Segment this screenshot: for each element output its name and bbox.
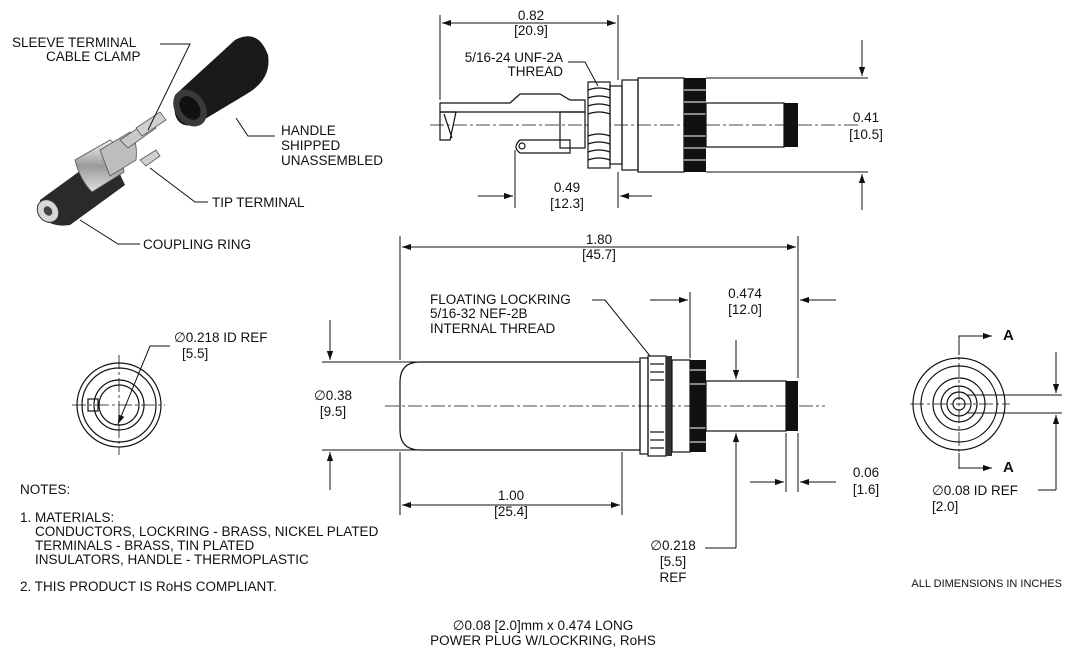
note-2: 2. THIS PRODUCT IS RoHS COMPLIANT. <box>20 579 277 594</box>
dim-thread-len-in: 0.49 <box>554 180 580 195</box>
coupling-ring-label: COUPLING RING <box>143 237 251 252</box>
shipped-label: SHIPPED <box>281 138 341 153</box>
dim-top-length-mm: [20.9] <box>514 23 548 38</box>
dim-tip-len-mm: [12.0] <box>728 302 762 317</box>
leader-handle <box>235 117 275 137</box>
dim-body-dia-mm: [9.5] <box>320 404 346 419</box>
lockring-thread-label: 5/16-32 NEF-2B <box>430 306 528 321</box>
sleeve-terminal-outline <box>439 93 586 113</box>
dim-overall-mm: [45.7] <box>582 247 616 262</box>
thread-label: THREAD <box>507 64 563 79</box>
dim-tip-end-mm: [1.6] <box>853 482 879 497</box>
title-line-2: POWER PLUG W/LOCKRING, RoHS <box>430 633 656 648</box>
lockring-label: FLOATING LOCKRING <box>430 292 571 307</box>
handle-illustration <box>173 36 269 127</box>
handle-outline <box>399 361 641 451</box>
dim-tip-dia-in: ∅0.218 <box>650 538 696 553</box>
cable-clamp-label: CABLE CLAMP <box>46 49 141 64</box>
coupling-ring-knurl <box>684 78 706 172</box>
leader-tip-terminal <box>149 167 208 203</box>
note-1b: TERMINALS - BRASS, TIN PLATED <box>35 538 255 553</box>
id-ref-small-mm: [2.0] <box>932 499 958 514</box>
plug-body-illustration <box>36 111 167 226</box>
dim-tip-end-in: 0.06 <box>853 465 879 480</box>
dim-tip-dia-ref: REF <box>660 570 687 585</box>
dim-top-length-in: 0.82 <box>518 8 544 23</box>
tip-terminal-label: TIP TERMINAL <box>212 195 305 210</box>
dim-top-dia-in: 0.41 <box>853 110 879 125</box>
lockring-internal-label: INTERNAL THREAD <box>430 321 556 336</box>
dim-overall-in: 1.80 <box>586 232 612 247</box>
handle-label: HANDLE <box>281 123 336 138</box>
dim-thread-len-mm: [12.3] <box>550 196 584 211</box>
leader-thread <box>568 61 599 87</box>
note-1: 1. MATERIALS: <box>20 510 114 525</box>
id-ref-small-label: ∅0.08 ID REF <box>932 483 1018 498</box>
thread-spec-label: 5/16-24 UNF-2A <box>465 50 563 65</box>
isometric-view: SLEEVE TERMINAL CABLE CLAMP HANDLE SHIPP… <box>12 35 383 252</box>
section-a-bottom: A <box>1003 459 1014 476</box>
sleeve-terminal-label: SLEEVE TERMINAL <box>12 35 137 50</box>
dim-body-len-mm: [25.4] <box>494 504 528 519</box>
notes-heading: NOTES: <box>20 482 70 497</box>
id-ref-label: ∅0.218 ID REF <box>174 330 268 345</box>
dim-body-len-in: 1.00 <box>498 488 524 503</box>
note-1a: CONDUCTORS, LOCKRING - BRASS, NICKEL PLA… <box>35 524 379 539</box>
unassembled-label: UNASSEMBLED <box>281 153 383 168</box>
leader-lockring <box>592 299 651 357</box>
title-line-1: ∅0.08 [2.0]mm x 0.474 LONG <box>453 618 634 633</box>
leader-coupling-ring <box>79 219 140 245</box>
thread-ridges <box>587 87 611 161</box>
threaded-bushing <box>587 81 611 169</box>
units-note: ALL DIMENSIONS IN INCHES <box>911 578 1062 590</box>
leader-sleeve-terminal <box>147 43 191 131</box>
dim-top-dia-mm: [10.5] <box>849 127 883 142</box>
dim-tip-len-in: 0.474 <box>728 286 762 301</box>
top-view: 0.82 [20.9] 5/16-24 UNF-2A THREAD 0.41 [… <box>430 8 883 211</box>
left-end-view: ∅0.218 ID REF [5.5] <box>72 330 268 455</box>
right-end-view: A A ∅0.08 ID REF [2.0] <box>910 327 1062 514</box>
section-a-top: A <box>1003 327 1014 344</box>
id-ref-mm: [5.5] <box>182 346 208 361</box>
side-view: 1.80 [45.7] FLOATING LOCKRING 5/16-32 NE… <box>314 232 879 585</box>
dim-body-dia-in: ∅0.38 <box>314 388 352 403</box>
dim-tip-dia-mm: [5.5] <box>660 554 686 569</box>
notes: NOTES: 1. MATERIALS: CONDUCTORS, LOCKRIN… <box>20 482 379 594</box>
note-1c: INSULATORS, HANDLE - THERMOPLASTIC <box>35 552 309 567</box>
